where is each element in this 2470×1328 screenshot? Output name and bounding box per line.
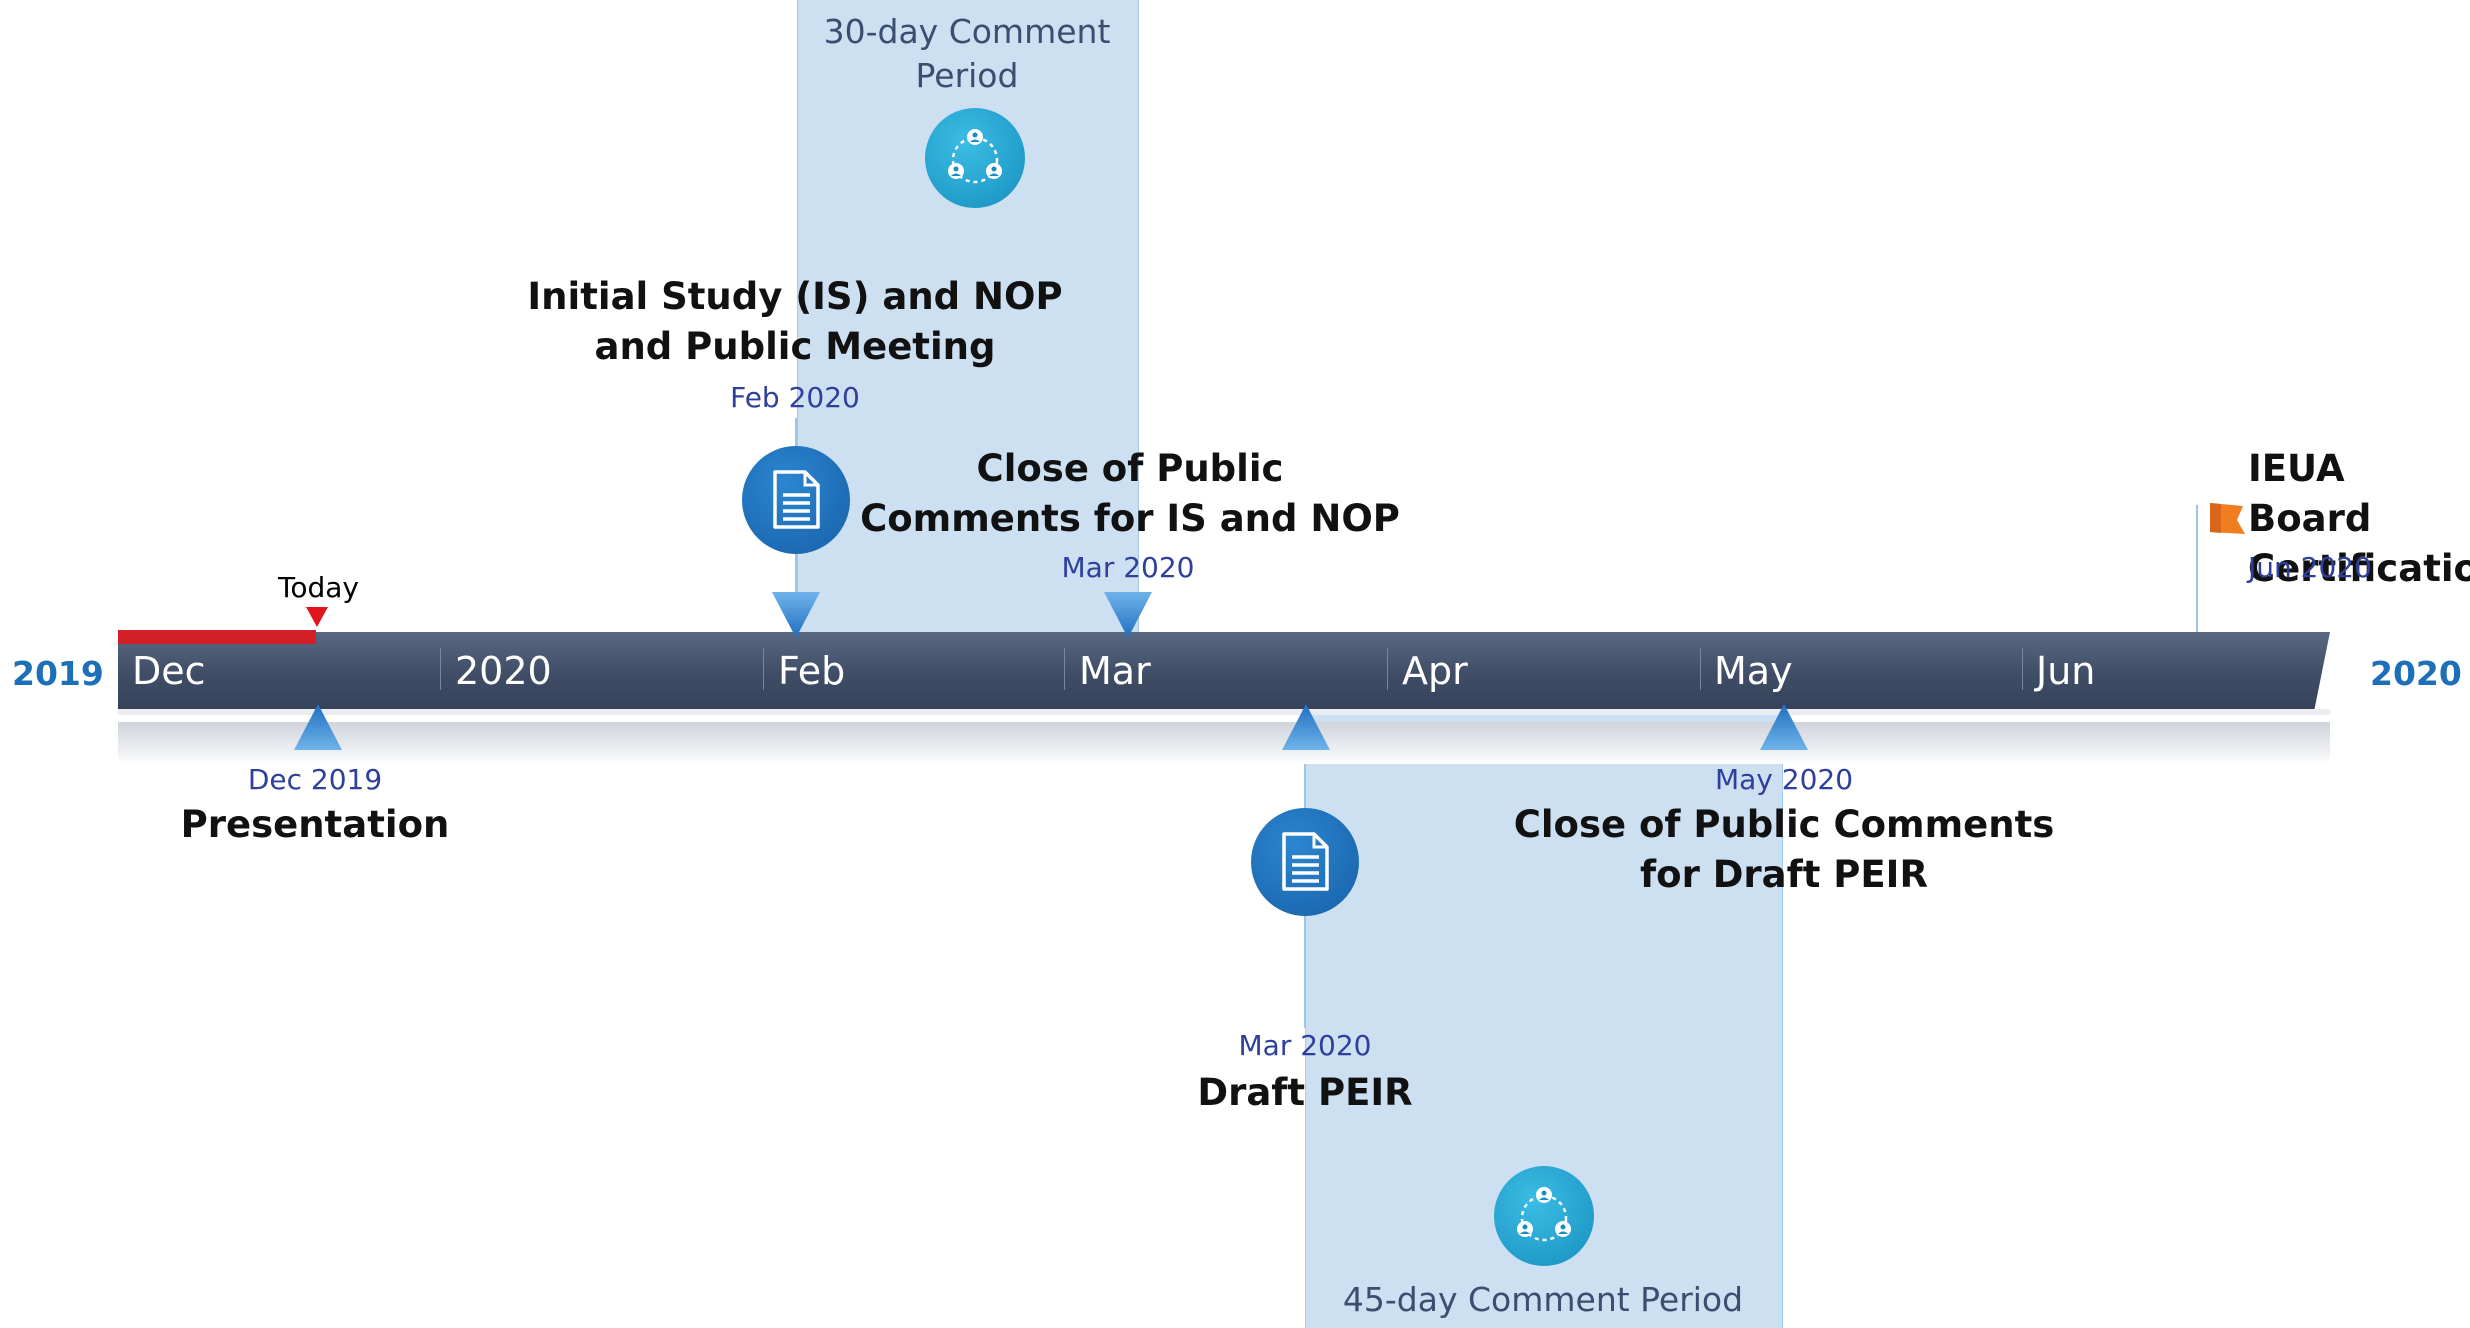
month-label-feb: Feb [778,649,846,693]
milestone-title-is-nop: Initial Study (IS) and NOP and Public Me… [527,275,1063,368]
milestone-marker-presentation [294,704,342,750]
month-label-may: May [1714,649,1793,693]
connector-line-ieua [2196,505,2198,632]
period-label-45day: 45-day Comment Period [1342,1280,1744,1319]
month-label-jun: Jun [2036,649,2096,693]
timeline-reflection [118,722,2330,764]
today-label: Today [278,571,359,604]
comment-period-band-30day [797,0,1139,632]
month-divider [1387,648,1388,690]
month-divider [1064,648,1065,690]
people-cycle-icon [1494,1166,1594,1266]
milestone-title-close-is-nop: Close of Public Comments for IS and NOP [860,447,1400,540]
month-divider [440,648,441,690]
month-label-dec: Dec [132,649,206,693]
timeline-bar [118,632,2330,709]
month-label-mar: Mar [1079,649,1151,693]
month-divider [763,648,764,690]
milestone-title-close-peir: Close of Public Comments for Draft PEIR [1513,803,2055,896]
people-cycle-icon [925,108,1025,208]
timeline-base [118,709,2330,715]
milestone-marker-is-nop [772,592,820,638]
period-label-30day: 30-day Comment Period [823,12,1111,95]
milestone-date-draft-peir: Mar 2020 [1238,1029,1372,1062]
today-marker [306,607,328,627]
milestone-marker-draft-peir [1282,704,1330,750]
document-icon [1251,808,1359,916]
elapsed-progress-bar [118,630,316,644]
month-divider [2022,648,2023,690]
month-label-2020: 2020 [455,649,552,693]
milestone-marker-close-peir [1760,704,1808,750]
milestone-marker-close-is-nop [1104,592,1152,638]
month-label-apr: Apr [1402,649,1468,693]
milestone-date-presentation: Dec 2019 [247,763,383,796]
milestone-title-draft-peir: Draft PEIR [1197,1071,1413,1114]
end-year-label: 2020 [2370,654,2462,693]
milestone-date-close-is-nop: Mar 2020 [1061,551,1195,584]
start-year-label: 2019 [12,654,104,693]
milestone-date-is-nop: Feb 2020 [730,381,860,414]
milestone-date-close-peir: May 2020 [1714,763,1854,796]
milestone-title-ieua: IEUA Board Certification [2248,447,2470,590]
document-icon [742,446,850,554]
milestone-title-presentation: Presentation [180,803,450,846]
month-divider [1700,648,1701,690]
milestone-date-ieua: Jun 2020 [2248,551,2372,584]
flag-icon [2210,503,2245,534]
